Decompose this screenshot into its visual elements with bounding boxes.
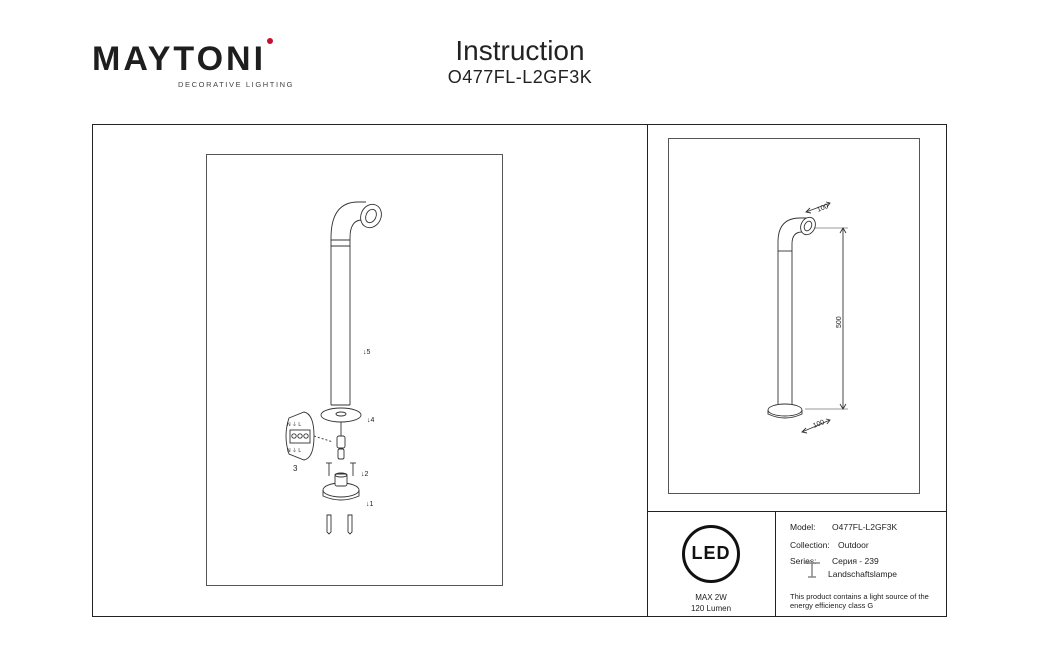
step-4-label: ↓4 bbox=[367, 417, 375, 424]
brand-accent-dot bbox=[267, 38, 273, 44]
brand-tagline: DECORATIVE LIGHTING bbox=[178, 80, 295, 89]
dimension-height: 500 bbox=[836, 316, 843, 328]
dimension-head: 100 bbox=[816, 203, 830, 214]
page-title: Instruction bbox=[455, 35, 585, 66]
dimension-drawing bbox=[767, 201, 848, 434]
series-value: Серия - 239 bbox=[832, 556, 879, 566]
info-divider bbox=[775, 511, 776, 617]
title-block: Instruction O477FL-L2GF3K bbox=[420, 36, 620, 88]
collection-label: Collection: bbox=[790, 540, 830, 550]
power-lumen: 120 Lumen bbox=[690, 604, 732, 613]
terminal-label-top: N ⏚ L bbox=[287, 421, 301, 428]
energy-class-note: This product contains a light source of … bbox=[790, 592, 929, 610]
model-code: O477FL-L2GF3K bbox=[447, 67, 593, 87]
power-max: MAX 2W bbox=[695, 593, 727, 602]
led-badge-circle bbox=[682, 525, 740, 583]
model-label: Model: bbox=[790, 522, 816, 532]
brand-name: MAYTONI bbox=[92, 40, 267, 78]
dimension-frame bbox=[668, 138, 920, 494]
sheet-divider-horizontal bbox=[647, 511, 947, 512]
collection-value: Outdoor bbox=[838, 540, 869, 550]
led-badge-label: LED bbox=[691, 543, 731, 563]
brand-logo: MAYTONI DECORATIVE LIGHTING bbox=[92, 40, 295, 89]
dimension-base: 100 bbox=[812, 419, 826, 430]
step-2-label: ↓2 bbox=[361, 471, 369, 478]
garden-lamp-icon bbox=[804, 562, 820, 578]
sheet-divider-vertical bbox=[647, 124, 648, 617]
step-5-label: ↓5 bbox=[363, 349, 371, 356]
step-1-label: ↓1 bbox=[366, 501, 374, 508]
assembly-frame bbox=[206, 154, 503, 586]
assembly-drawing bbox=[285, 201, 382, 535]
model-value: O477FL-L2GF3K bbox=[832, 522, 898, 532]
power-info: MAX 2W 120 Lumen bbox=[650, 592, 772, 614]
step-3-label: 3 bbox=[293, 464, 298, 473]
type-value: Landschaftslampe bbox=[828, 569, 897, 579]
series-label: Series: bbox=[790, 556, 817, 566]
drawing-sheet bbox=[92, 124, 947, 617]
terminal-label-bottom: N ⏚ L bbox=[287, 447, 301, 454]
